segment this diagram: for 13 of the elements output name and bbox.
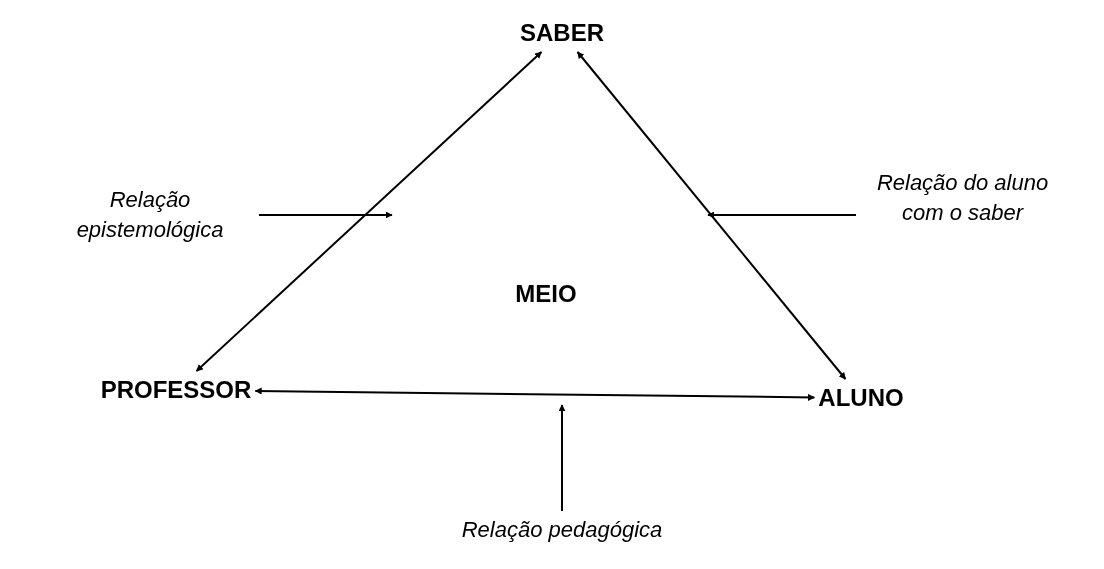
double-arrow: [576, 51, 847, 380]
arrow: [707, 211, 857, 219]
double-arrow: [195, 51, 543, 372]
arrow: [558, 404, 566, 512]
arrow: [258, 211, 393, 219]
relation-label: Relação epistemológica: [45, 185, 255, 245]
relation-label: Relação pedagógica: [452, 515, 672, 545]
node-label: ALUNO: [818, 383, 904, 413]
node-label: PROFESSOR: [100, 375, 252, 405]
center-label: MEIO: [515, 280, 577, 308]
double-arrow: [254, 387, 816, 401]
node-label: SABER: [520, 18, 604, 48]
relation-label: Relação do aluno com o saber: [860, 168, 1065, 228]
